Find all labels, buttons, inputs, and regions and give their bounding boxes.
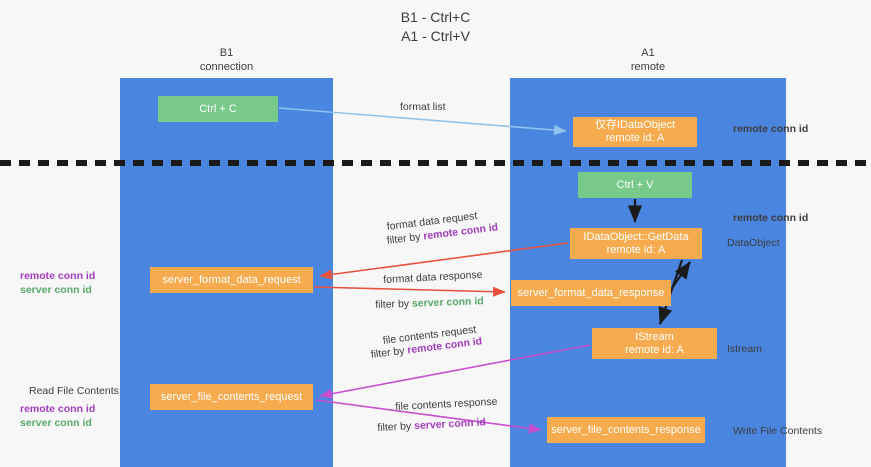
filter-prefix: filter by <box>377 420 415 434</box>
node-server-format-data-request-label: server_format_data_request <box>162 273 301 286</box>
annotation-format-list: format list <box>400 101 446 113</box>
lane-header-a1: A1 remote <box>510 46 786 74</box>
node-ctrl-v-label: Ctrl + V <box>616 178 654 191</box>
node-getdata-sub: remote id: A <box>606 243 666 256</box>
node-idataobject[interactable]: 仅存IDataObject remote id: A <box>573 117 697 147</box>
side-label-left-server-conn-id-bottom: server conn id <box>20 417 92 429</box>
side-label-left-remote-conn-id-bottom: remote conn id <box>20 403 96 415</box>
side-label-remote-conn-id-top: remote conn id <box>733 123 809 135</box>
annotation-format-data-response-filter: filter by server conn id <box>375 294 484 312</box>
node-server-file-contents-request[interactable]: server_file_contents_request <box>150 384 313 410</box>
node-server-file-contents-request-label: server_file_contents_request <box>160 390 303 403</box>
node-idataobject-sub: remote id: A <box>605 132 665 144</box>
node-istream[interactable]: IStream remote id: A <box>592 328 717 359</box>
node-getdata-label: IDataObject::GetData <box>583 230 689 243</box>
lane-header-b1-sub: connection <box>199 61 254 73</box>
filter-prefix: filter by <box>375 297 413 311</box>
side-label-istream: Istream <box>727 343 763 355</box>
annotation-file-contents-response-filter: filter by server conn id <box>377 415 486 435</box>
page-title: B1 - Ctrl+C A1 - Ctrl+V <box>0 8 871 46</box>
node-server-format-data-response-label: server_format_data_response <box>517 286 665 299</box>
lane-header-a1-sub: remote <box>630 61 666 73</box>
annotation-file-contents-response: file contents response <box>395 395 498 413</box>
node-ctrl-v[interactable]: Ctrl + V <box>578 172 692 198</box>
node-ctrl-c[interactable]: Ctrl + C <box>158 96 278 122</box>
node-idataobject-getdata[interactable]: IDataObject::GetData remote id: A <box>570 228 702 259</box>
filter-key-server-conn-id: server conn id <box>413 416 487 433</box>
filter-prefix: filter by <box>370 344 409 361</box>
side-label-left-server-conn-id-mid: server conn id <box>20 284 92 296</box>
node-ctrl-c-label: Ctrl + C <box>199 102 237 115</box>
node-istream-sub: remote id: A <box>625 343 684 356</box>
node-server-format-data-response[interactable]: server_format_data_response <box>511 280 671 306</box>
node-server-file-contents-response[interactable]: server_file_contents_response <box>547 417 705 443</box>
node-idataobject-label: 仅存IDataObject <box>594 119 676 131</box>
lane-header-b1: B1 connection <box>120 46 333 74</box>
arrow-format-data-response <box>313 286 506 297</box>
filter-key-server-conn-id: server conn id <box>411 295 484 310</box>
lane-header-b1-name: B1 <box>219 47 234 59</box>
side-label-write-file-contents: Write File Contents <box>733 425 823 437</box>
side-label-left-conn-ids-mid: remote conn id server conn id <box>20 269 95 297</box>
title-line-1: B1 - Ctrl+C <box>400 9 471 25</box>
lane-header-a1-name: A1 <box>641 47 655 59</box>
phase-divider <box>0 160 871 166</box>
node-server-format-data-request[interactable]: server_format_data_request <box>150 267 313 293</box>
filter-prefix: filter by <box>386 230 425 247</box>
side-label-remote-conn-id-mid: remote conn id <box>733 212 809 224</box>
node-istream-label: IStream <box>635 330 674 343</box>
side-label-left-conn-ids-bottom: remote conn id server conn id <box>20 402 95 430</box>
side-label-left-remote-conn-id-mid: remote conn id <box>20 270 96 282</box>
side-label-read-file-contents: Read File Contents <box>29 385 119 397</box>
side-label-dataobject: DataObject <box>727 237 780 249</box>
title-line-2: A1 - Ctrl+V <box>401 28 470 44</box>
annotation-format-data-response: format data response <box>383 268 483 286</box>
node-server-file-contents-response-label: server_file_contents_response <box>551 423 701 436</box>
